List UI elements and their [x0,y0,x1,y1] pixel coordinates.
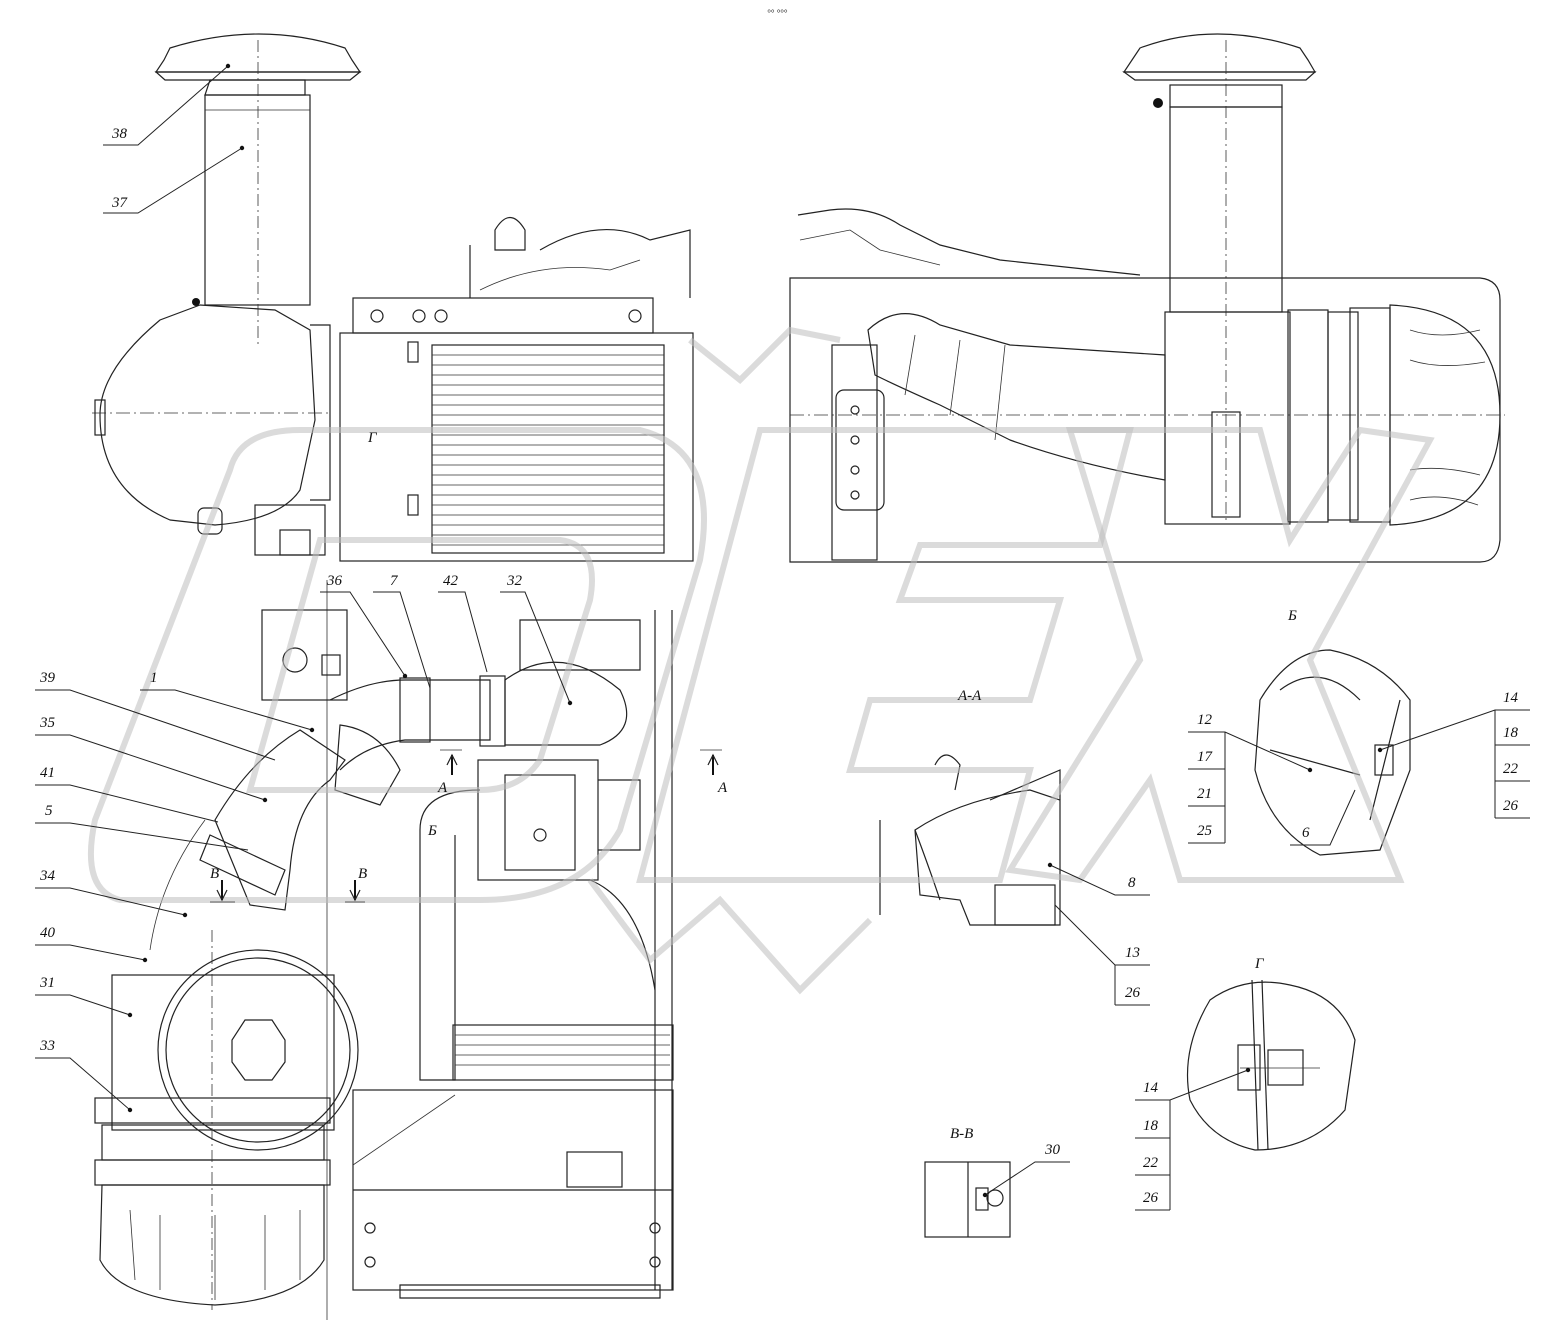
callout-5: 5 [45,803,53,819]
detail-g [1186,979,1356,1151]
section-a-cut-left: A [437,780,448,796]
callout-g-22: 22 [1143,1155,1159,1171]
intake-hose [867,313,1166,481]
section-a-cut-right: A [717,780,728,796]
air-cleaner-31 [111,974,335,1131]
callout-aa-8: 8 [1128,875,1136,891]
main-plan-view [94,580,674,1320]
callout-aa-26: 26 [1125,985,1141,1001]
radiator-top-bar [352,297,654,334]
callout-38: 38 [111,126,128,142]
cleaner-nut [231,1019,286,1081]
callout-31: 31 [39,975,55,991]
hose-35 [214,729,346,911]
callout-40: 40 [40,925,56,941]
frame-outline [789,277,1501,563]
cleaner-end-cap [1389,304,1501,526]
cooler [452,1024,674,1081]
callout-33: 33 [39,1038,55,1054]
pump-block [261,609,348,701]
callout-1: 1 [150,670,158,686]
callout-g-26: 26 [1143,1190,1159,1206]
callout-39: 39 [39,670,56,686]
callout-b-26: 26 [1503,798,1519,814]
precleaner-cap-right [1122,33,1317,73]
callout-b-17: 17 [1197,749,1214,765]
section-g-cut: Г [367,430,378,446]
precleaner-cap [154,33,362,73]
pipe-36 [329,679,491,771]
turbo-housing [504,661,628,746]
callout-37: 37 [111,195,129,211]
section-v-cut-left: B [210,866,219,882]
cleaner-housing [1164,311,1291,525]
clamp-33 [94,1097,331,1124]
callout-b-14: 14 [1503,690,1519,706]
heater-unit [477,759,599,881]
section-g-title: Г [1254,956,1265,972]
callout-35: 35 [39,715,56,731]
callout-7: 7 [390,573,399,589]
watermark-text: DEX [779,699,785,701]
cleaner-bowl [99,1184,325,1306]
detail-b [1254,649,1411,856]
watermark-dex [87,326,1435,995]
radiator-fins [432,354,664,546]
callout-g-14: 14 [1143,1080,1159,1096]
radiator-frame [339,332,694,562]
top-left-view [92,33,694,562]
valve-block [831,344,878,561]
callout-36: 36 [326,573,343,589]
section-aa-title: A-A [957,688,982,704]
leaders [35,63,1530,1211]
callout-labels: 38 37 36 7 42 32 39 1 35 41 5 34 40 31 3… [39,126,1519,1206]
callout-g-18: 18 [1143,1118,1159,1134]
callout-aa-13: 13 [1125,945,1140,961]
callout-b-6: 6 [1302,825,1310,841]
detail-vv [924,1161,1011,1238]
intake-pipe [204,94,311,306]
detail-aa [879,754,1061,926]
callout-b-21: 21 [1197,786,1212,802]
air-cleaner-body [99,304,316,526]
callout-34: 34 [39,868,56,884]
callout-vv-30: 30 [1044,1142,1061,1158]
callout-32: 32 [506,573,523,589]
section-v-cut-right: B [358,866,367,882]
callout-b-18: 18 [1503,725,1519,741]
callout-b-12: 12 [1197,712,1213,728]
callout-b-25: 25 [1197,823,1213,839]
callout-b-22: 22 [1503,761,1519,777]
callout-42: 42 [443,573,459,589]
section-b-cut: Б [427,823,437,839]
top-right-view [789,33,1505,563]
section-vv-title: B-B [950,1126,973,1142]
callout-41: 41 [40,765,55,781]
header-mark: °° °°° [767,8,788,18]
section-labels: A A A-A Б Б B B B-B Г Г [210,430,1297,1142]
radiator-core [431,344,665,554]
section-b-title: Б [1287,608,1297,624]
